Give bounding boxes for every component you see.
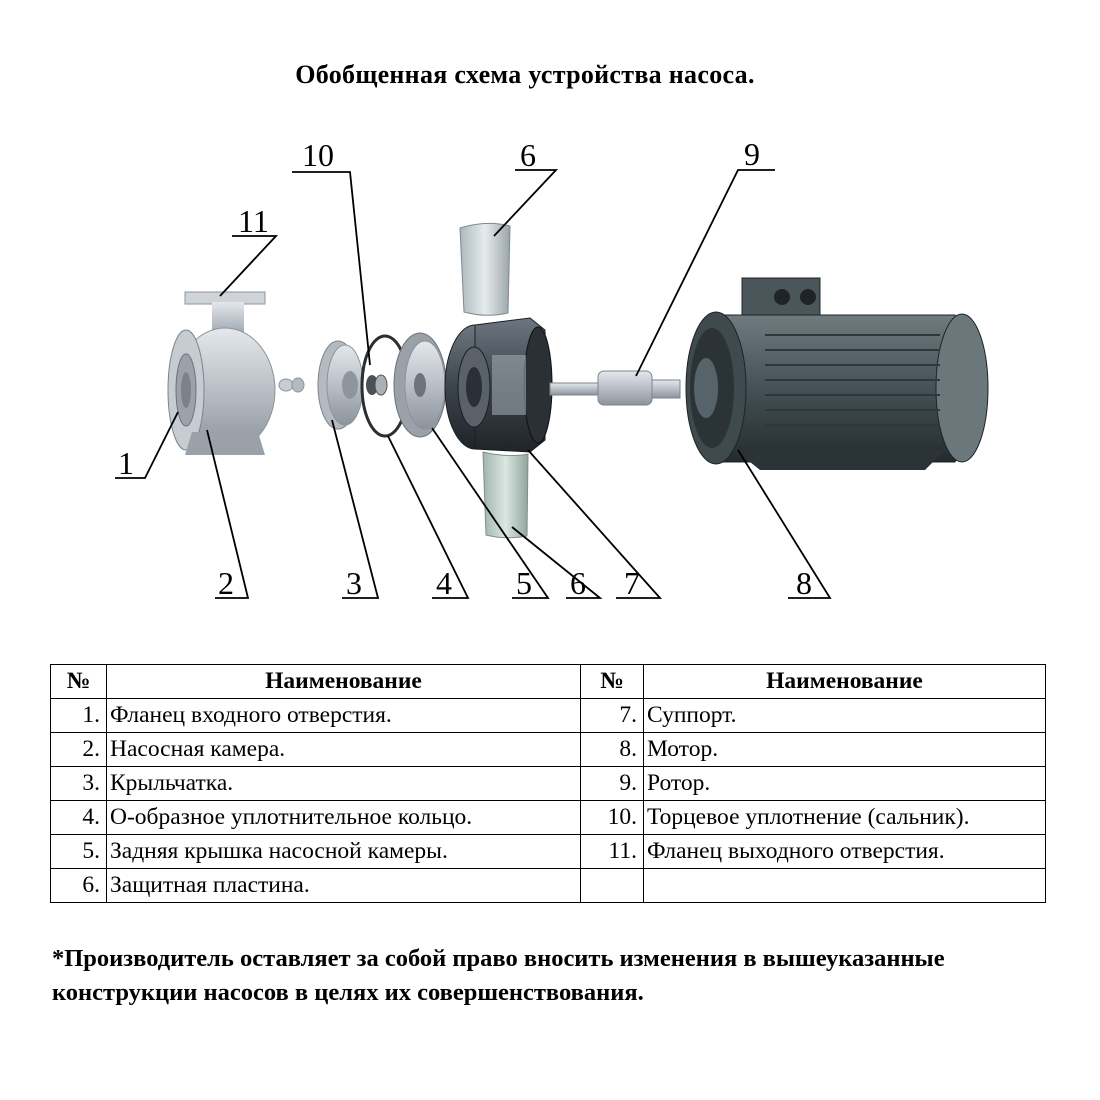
row-num: 9. [580, 766, 644, 801]
row-name: Крыльчатка. [106, 766, 581, 801]
protective-plate-top [459, 222, 511, 316]
row-name: Задняя крышка насосной камеры. [106, 834, 581, 869]
protective-plate-bottom [482, 451, 529, 539]
callout-11: 11 [238, 203, 269, 239]
row-name: О-образное уплотнительное кольцо. [106, 800, 581, 835]
back-cover [393, 332, 447, 438]
callout-10: 10 [302, 137, 334, 173]
callout-8: 8 [796, 565, 812, 601]
row-name: Ротор. [643, 766, 1046, 801]
row-num: 3. [50, 766, 107, 801]
row-num [580, 868, 644, 903]
row-num: 8. [580, 732, 644, 767]
callout-7: 7 [624, 565, 640, 601]
table-row: 6. Защитная пластина. [50, 868, 1046, 903]
row-name: Фланец входного отверстия. [106, 698, 581, 733]
callout-5: 5 [516, 565, 532, 601]
row-num: 6. [50, 868, 107, 903]
callout-3: 3 [346, 565, 362, 601]
pump-housing [167, 291, 276, 455]
table-header-row: № Наименование № Наименование [50, 664, 1046, 699]
row-num: 1. [50, 698, 107, 733]
callout-6b: 6 [570, 565, 586, 601]
callout-2: 2 [218, 565, 234, 601]
pump-exploded-diagram: 1 2 3 4 5 6 7 8 9 10 6 11 [115, 136, 989, 601]
header-num-2: № [580, 664, 644, 699]
row-name: Фланец выходного отверстия. [643, 834, 1046, 869]
nut-parts [278, 377, 305, 393]
motor [685, 277, 989, 470]
rotor-shaft [549, 370, 681, 406]
parts-table: № Наименование № Наименование 1. Фланец … [50, 664, 1046, 903]
row-num: 10. [580, 800, 644, 835]
callout-6a: 6 [520, 137, 536, 173]
callout-labels: 1 2 3 4 5 6 7 8 9 10 6 11 [118, 136, 812, 601]
row-name: Защитная пластина. [106, 868, 581, 903]
header-name-2: Наименование [643, 664, 1046, 699]
manufacturer-note: *Производитель оставляет за собой право … [52, 945, 945, 1006]
callout-9: 9 [744, 136, 760, 172]
mechanical-seal [366, 374, 388, 396]
table-row: 5. Задняя крышка насосной камеры. 11. Фл… [50, 834, 1046, 869]
header-name-1: Наименование [106, 664, 581, 699]
row-num: 7. [580, 698, 644, 733]
support-bracket [444, 317, 553, 453]
row-name: Суппорт. [643, 698, 1046, 733]
row-name: Торцевое уплотнение (сальник). [643, 800, 1046, 835]
row-num: 4. [50, 800, 107, 835]
table-row: 4. О-образное уплотнительное кольцо. 10.… [50, 800, 1046, 835]
callout-4: 4 [436, 565, 452, 601]
impeller [317, 340, 364, 430]
table-row: 1. Фланец входного отверстия. 7. Суппорт… [50, 698, 1046, 733]
callout-1: 1 [118, 445, 134, 481]
row-num: 5. [50, 834, 107, 869]
row-name [643, 868, 1046, 903]
row-name: Насосная камера. [106, 732, 581, 767]
leader-lines [115, 169, 832, 599]
table-row: 3. Крыльчатка. 9. Ротор. [50, 766, 1046, 801]
diagram-title: Обобщенная схема устройства насоса. [295, 60, 755, 89]
row-name: Мотор. [643, 732, 1046, 767]
header-num-1: № [50, 664, 107, 699]
table-row: 2. Насосная камера. 8. Мотор. [50, 732, 1046, 767]
row-num: 2. [50, 732, 107, 767]
row-num: 11. [580, 834, 644, 869]
